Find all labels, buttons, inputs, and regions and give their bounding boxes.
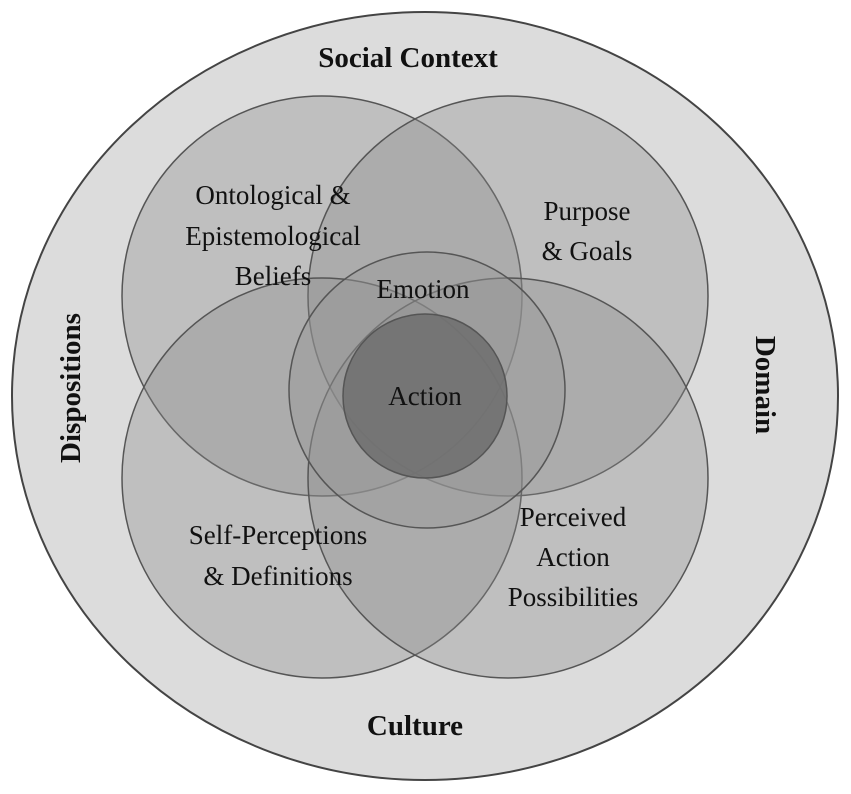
label-beliefs-line-1: Ontological & [195, 180, 350, 210]
label-perceived-line-3: Possibilities [508, 582, 639, 612]
action-circle [342, 313, 508, 479]
label-beliefs-line-2: Epistemological [185, 221, 360, 251]
label-purpose-line-2: & Goals [542, 236, 633, 266]
label-beliefs-line-3: Beliefs [235, 261, 311, 291]
label-self-line-2: & Definitions [203, 561, 352, 591]
label-purpose-line-1: Purpose [544, 196, 631, 226]
label-perceived-line-2: Action [536, 542, 610, 572]
label-perceived-line-1: Perceived [520, 502, 627, 532]
label-dispositions: Dispositions [55, 313, 87, 463]
label-action: Action [388, 381, 462, 411]
label-self-line-1: Self-Perceptions [189, 520, 367, 550]
label-culture: Culture [367, 710, 463, 742]
label-social-context: Social Context [318, 42, 498, 74]
label-emotion: Emotion [377, 274, 470, 304]
label-domain: Domain [749, 336, 781, 434]
